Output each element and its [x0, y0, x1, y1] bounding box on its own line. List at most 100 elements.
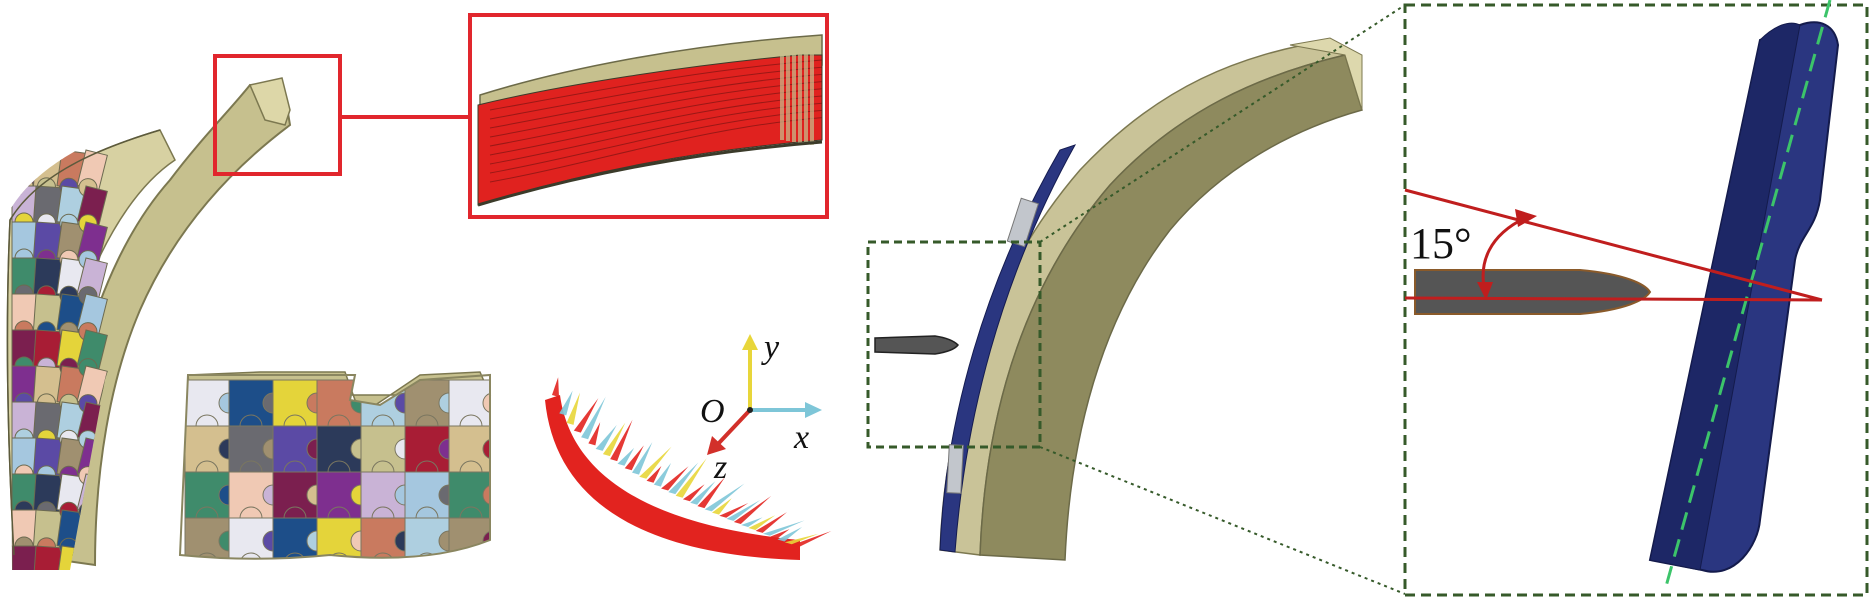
fragment-spike	[784, 533, 819, 545]
target-shell-body	[979, 54, 1363, 561]
zoom-layer-tip	[804, 44, 808, 144]
x-axis-head	[805, 402, 822, 418]
fragment-spike	[682, 484, 705, 502]
puzzle-knob	[37, 573, 56, 592]
zoom-connector-bottom	[1039, 446, 1406, 595]
zoom-source-box	[866, 240, 1042, 449]
angle-line-horizontal	[1404, 296, 1823, 302]
target-gray-tile-lower	[946, 444, 964, 494]
target-gray-tile-upper	[1006, 197, 1039, 248]
fragment-spike	[690, 481, 716, 505]
zoom-layer-line	[489, 102, 823, 165]
front-puzzle-pattern	[178, 371, 492, 560]
zoom-bottom-edge	[477, 140, 823, 207]
coordinate-axes: y x z O	[700, 329, 822, 486]
z-axis-head	[707, 436, 726, 455]
fragment-spike	[566, 392, 580, 425]
puzzle-knob	[482, 392, 490, 414]
zoom-layer-line	[489, 95, 823, 156]
puzzle-knob	[459, 552, 483, 559]
fragment-spike	[755, 512, 787, 533]
puzzle-tile	[32, 545, 63, 570]
fragment-spike	[653, 462, 672, 487]
fragment-spike	[661, 466, 689, 491]
zoom-layer-tip	[798, 43, 802, 143]
puzzle-knob	[371, 552, 395, 559]
zoom-layer-line	[489, 73, 823, 129]
z-axis-label: z	[713, 449, 727, 486]
x-axis-label: x	[793, 419, 809, 456]
fragment-spike	[617, 447, 635, 466]
fragment-spike	[777, 526, 803, 542]
fragment-spike	[675, 458, 707, 498]
angle-label: 15°	[1410, 219, 1472, 268]
zoom-layer-line	[489, 81, 823, 138]
layer-zoom-inset	[468, 13, 829, 219]
puzzle-knob	[77, 573, 99, 595]
y-axis-head	[742, 334, 758, 350]
fragment-spike	[639, 446, 672, 479]
fragment-spike	[588, 422, 601, 446]
zoom-layer-tip	[786, 41, 790, 141]
zoom-layer-line	[489, 59, 823, 111]
fragment-spike	[602, 422, 626, 457]
target-blue-plate	[939, 144, 1077, 553]
angle-arrow-bottom	[1477, 282, 1493, 300]
zoom-layer-line	[489, 66, 823, 120]
fragment-spike	[726, 500, 761, 521]
fragment-spike	[632, 442, 653, 475]
zoom-layer-lines	[489, 40, 823, 183]
puzzle-tile	[11, 149, 37, 187]
zoom-bullet	[1414, 269, 1652, 315]
bullet	[874, 335, 959, 355]
y-axis-label: y	[761, 329, 780, 366]
fragment-spike	[624, 445, 644, 471]
shell-edge-outline	[6, 129, 161, 556]
zoom-layer-line	[489, 88, 823, 147]
fragment-spike	[748, 515, 776, 530]
fragment-spike	[646, 465, 662, 483]
puzzle-knob	[15, 573, 33, 591]
fragment-spike	[610, 419, 633, 462]
fragment-spike	[712, 498, 732, 515]
zoom-layer-line	[489, 117, 823, 183]
curved-puzzle-shell	[6, 77, 292, 595]
puzzle-knob	[59, 573, 79, 593]
angle-line-upper	[1404, 188, 1823, 302]
origin-point	[747, 407, 753, 413]
fragment-spike	[552, 377, 559, 397]
zoom-connector-top	[1039, 4, 1406, 243]
impact-zoom-inset: 15°	[1403, 0, 1869, 597]
fragment-spike	[792, 531, 832, 547]
fragment-spike	[595, 425, 617, 451]
puzzle-tile	[11, 545, 37, 570]
zoom-blue-plate-edge	[1649, 22, 1801, 571]
fragment-spike	[733, 496, 772, 524]
puzzle-tiles-front	[184, 379, 490, 559]
fragment-spike	[719, 503, 749, 518]
zoom-layer-tip	[792, 42, 796, 142]
puzzle-knob	[482, 484, 490, 506]
fragment-spike	[668, 462, 699, 495]
fragment-spike	[704, 483, 745, 512]
shell-top-edge	[248, 77, 291, 126]
deformed-layer-fragments	[545, 377, 832, 560]
fragment-spike	[762, 520, 805, 536]
fragment-spike	[697, 477, 726, 509]
fragment-spike	[573, 398, 599, 433]
puzzle-knob	[482, 438, 490, 460]
origin-label: O	[700, 393, 725, 430]
z-axis-arrow	[716, 408, 752, 446]
zoom-layer-tip	[780, 40, 784, 140]
fragment-spike	[559, 390, 573, 416]
zoom-layer-tip	[810, 45, 814, 145]
fragment-spike	[770, 529, 790, 539]
impact-setup	[866, 4, 1406, 595]
plate-centerline	[1663, 0, 1832, 591]
front-outline	[178, 373, 491, 560]
zoom-layer-line	[489, 109, 823, 174]
fragment-red-body	[545, 395, 800, 560]
angle-arrow-top	[1515, 209, 1537, 227]
fragment-spike	[581, 396, 606, 440]
